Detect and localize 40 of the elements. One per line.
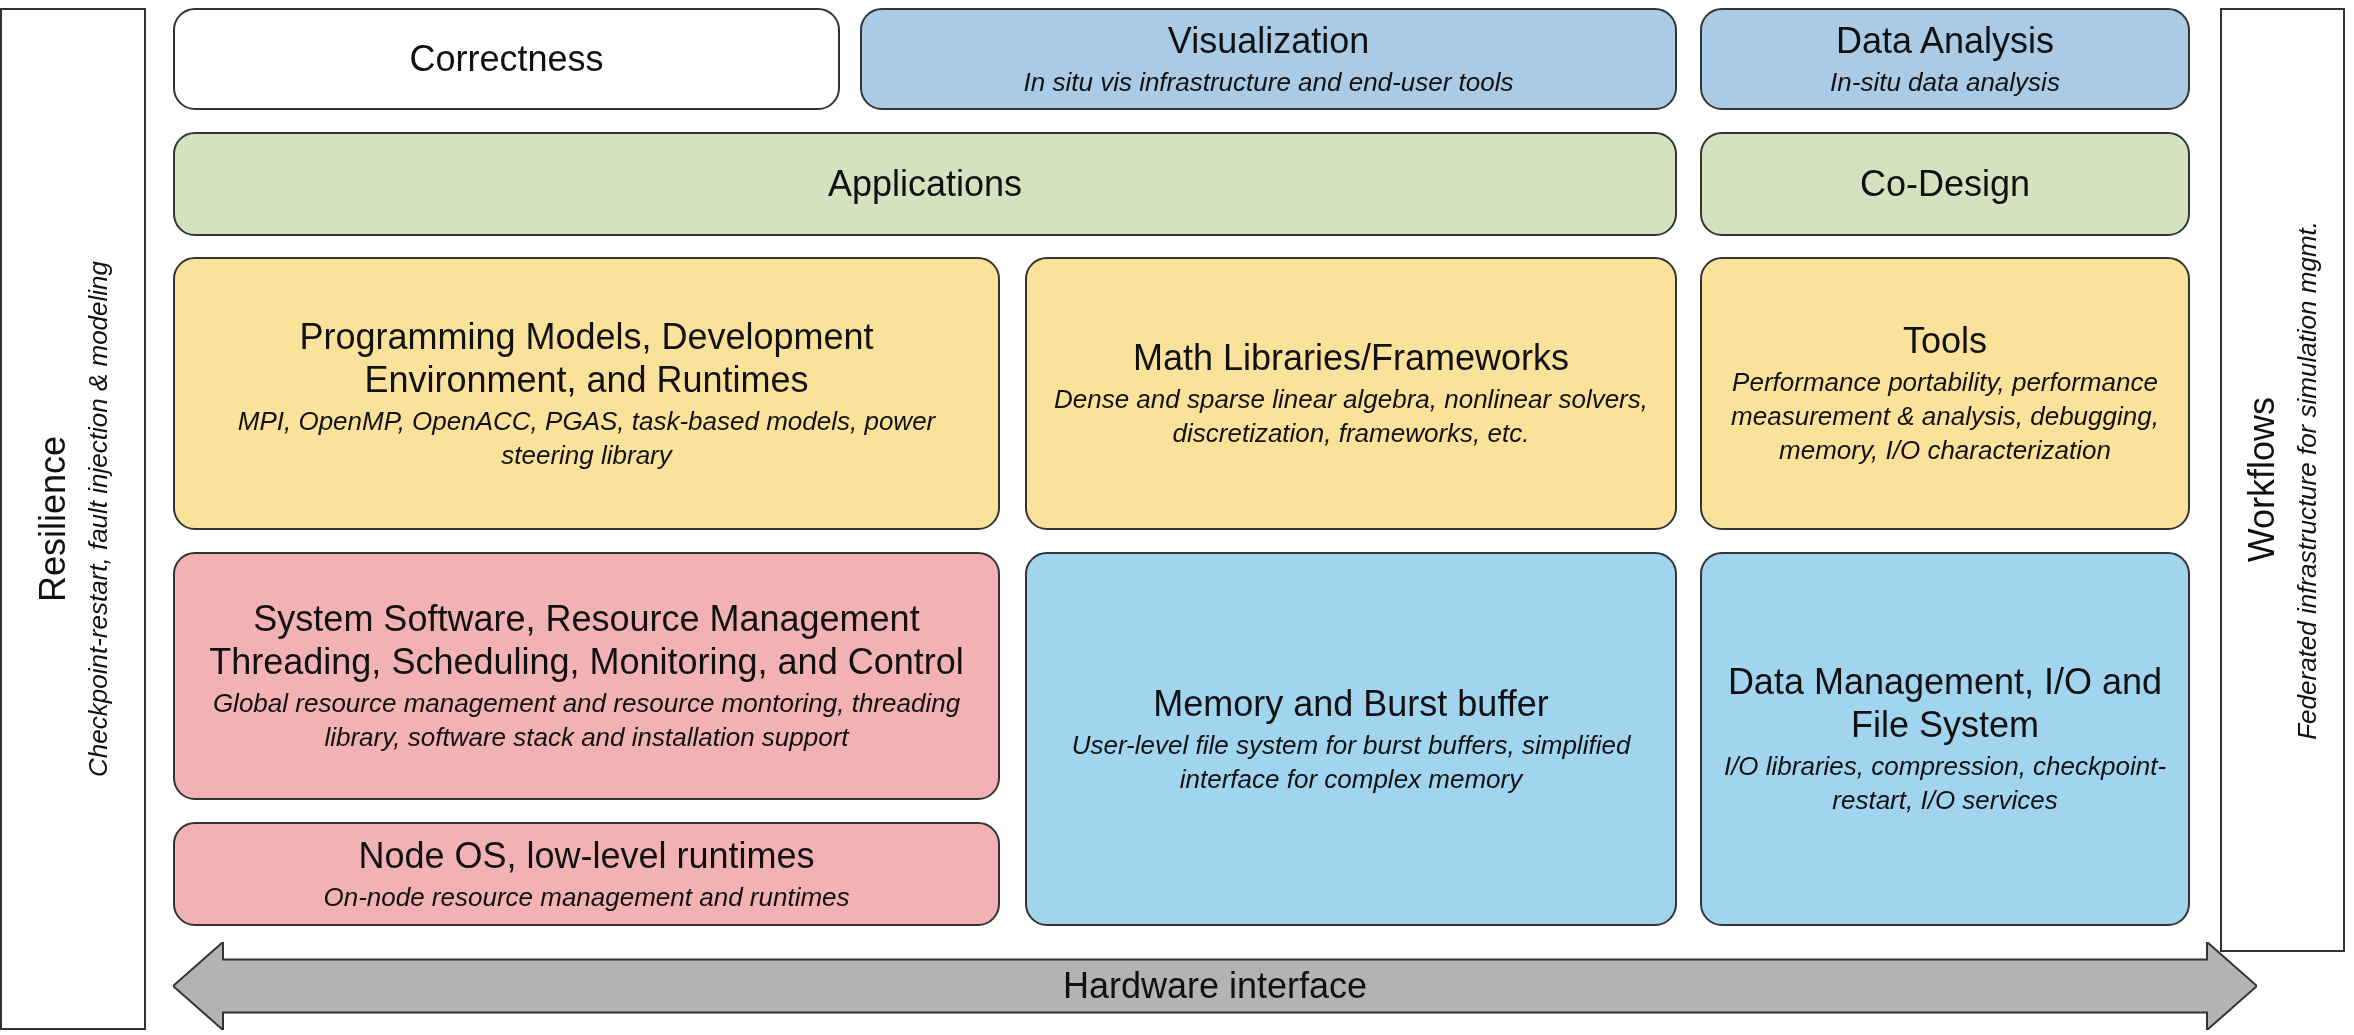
- layer-box: [1700, 132, 2190, 236]
- layer-box: [1700, 8, 2190, 110]
- box-title: Resilience: [30, 435, 74, 603]
- box-description: I/O libraries, compression, checkpoint-restart, I/O services: [1722, 750, 2168, 818]
- layer-box: [1700, 257, 2190, 530]
- sidebar-panel: [2220, 8, 2345, 952]
- box-title: Data Analysis: [1835, 18, 2055, 62]
- box-description: Federated infrastructure for simulation mgmt.: [2291, 220, 2324, 740]
- box-description: In-situ data analysis: [1830, 65, 2060, 99]
- box-title: System Software, Resource Management Threading, Scheduling, Monitoring, and Control: [208, 597, 965, 684]
- box-title: Applications: [827, 162, 1023, 206]
- layer-box: [173, 822, 1000, 926]
- box-title: Math Libraries/Frameworks: [1132, 336, 1570, 380]
- box-title: Co-Design: [1859, 162, 2031, 206]
- box-description: In situ vis infrastructure and end-user tools: [1023, 65, 1514, 99]
- layer-box: [173, 552, 1000, 800]
- box-title: Data Management, I/O and File System: [1726, 660, 2164, 747]
- box-description: On-node resource management and runtimes: [323, 880, 850, 914]
- box-title: Workflows: [2240, 397, 2283, 563]
- box-title: Visualization: [1167, 18, 1370, 62]
- box-description: Performance portability, performance measurement & analysis, debugging, memory, I/O characterization: [1730, 366, 2160, 467]
- box-description: User-level file system for burst buffers, simplified interface for complex memory: [1070, 728, 1632, 796]
- layer-box: [1025, 552, 1677, 926]
- box-description: Checkpoint-restart, fault injection & modeling: [81, 261, 114, 777]
- box-title: Memory and Burst buffer: [1153, 681, 1549, 725]
- layer-box: [1025, 257, 1677, 530]
- layer-box: [860, 8, 1677, 110]
- box-description: Global resource management and resource montoring, threading library, software stack and installation support: [211, 687, 962, 755]
- box-title: Tools: [1902, 319, 1987, 363]
- layer-box: [1700, 552, 2190, 926]
- layer-box: [173, 8, 840, 110]
- sidebar-panel: [0, 8, 146, 1030]
- layer-box: [173, 132, 1677, 236]
- box-description: MPI, OpenMP, OpenACC, PGAS, task-based models, power steering library: [236, 404, 937, 472]
- box-title: Programming Models, Development Environment, and Runtimes: [298, 314, 875, 401]
- box-title: Node OS, low-level runtimes: [358, 833, 815, 877]
- layer-box: [173, 257, 1000, 530]
- box-title: Hardware interface: [1062, 964, 1368, 1008]
- box-title: Correctness: [409, 37, 604, 81]
- box-description: Dense and sparse linear algebra, nonlinear solvers, discretization, frameworks, etc.: [1053, 383, 1649, 451]
